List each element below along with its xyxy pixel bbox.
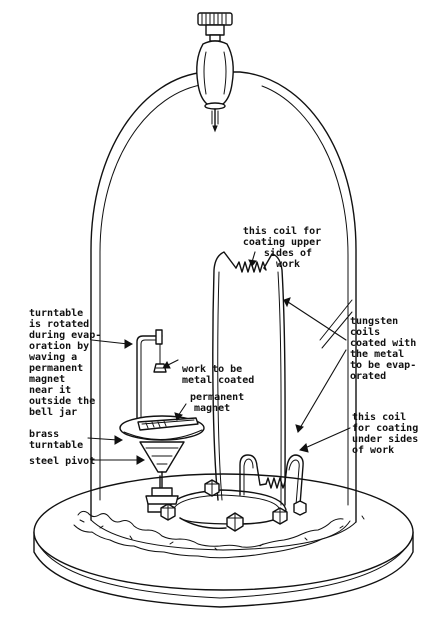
- label-line: turntable: [29, 440, 83, 451]
- work-piece: [153, 363, 167, 373]
- label-work: work to be metal coated: [182, 364, 254, 386]
- label-line: near it: [29, 384, 71, 396]
- label-line: bell jar: [29, 406, 77, 418]
- label-line: steel pivot: [29, 455, 95, 467]
- label-line: the metal: [350, 349, 404, 360]
- label-line: turntable: [29, 308, 83, 319]
- label-tungsten-coils: tungsten coils coated with the metal to …: [350, 316, 416, 382]
- label-line: sides of: [264, 247, 312, 259]
- label-line: coating upper: [243, 236, 321, 248]
- leader-lines: [87, 251, 351, 465]
- base-plate: [33, 473, 414, 608]
- label-line: metal coated: [182, 375, 254, 386]
- label-line: magnet: [29, 374, 65, 385]
- label-line: work to be: [182, 364, 242, 375]
- label-line: orated: [350, 371, 386, 382]
- label-line: to be evap-: [350, 360, 416, 371]
- label-line: this coil for: [243, 225, 321, 237]
- label-steel-pivot: steel pivot: [29, 455, 95, 467]
- label-turntable-rotation: turntable is rotated during evap- oratio…: [29, 308, 101, 418]
- label-line: permanent: [190, 392, 244, 403]
- label-line: during evap-: [29, 329, 101, 341]
- label-line: coils: [350, 326, 380, 338]
- upper-coil-assembly: [212, 251, 286, 506]
- label-permanent-magnet: permanent magnet: [190, 392, 244, 414]
- turntable-assembly: [119, 329, 205, 505]
- label-line: oration by: [29, 340, 89, 352]
- jar-stopper: [196, 12, 234, 133]
- label-line: magnet: [194, 403, 230, 414]
- label-line: permanent: [29, 363, 83, 374]
- label-line: work: [276, 259, 300, 270]
- label-line: tungsten: [350, 316, 398, 327]
- label-lower-coil: this coil for coating under sides of wor…: [352, 411, 418, 456]
- hex-nuts: [160, 479, 307, 532]
- label-line: outside the: [29, 395, 95, 407]
- label-line: for coating: [352, 422, 418, 434]
- label-brass-turntable: brass turntable: [29, 429, 83, 451]
- label-line: brass: [29, 429, 59, 440]
- label-upper-coil: this coil for coating upper sides of wor…: [243, 225, 321, 270]
- label-line: of work: [352, 445, 394, 456]
- label-line: this coil: [352, 411, 406, 423]
- label-line: coated with: [350, 337, 416, 349]
- lower-coil-assembly: [239, 454, 304, 506]
- label-line: is rotated: [29, 318, 89, 330]
- label-line: waving a: [29, 351, 77, 363]
- label-line: under sides: [352, 433, 418, 445]
